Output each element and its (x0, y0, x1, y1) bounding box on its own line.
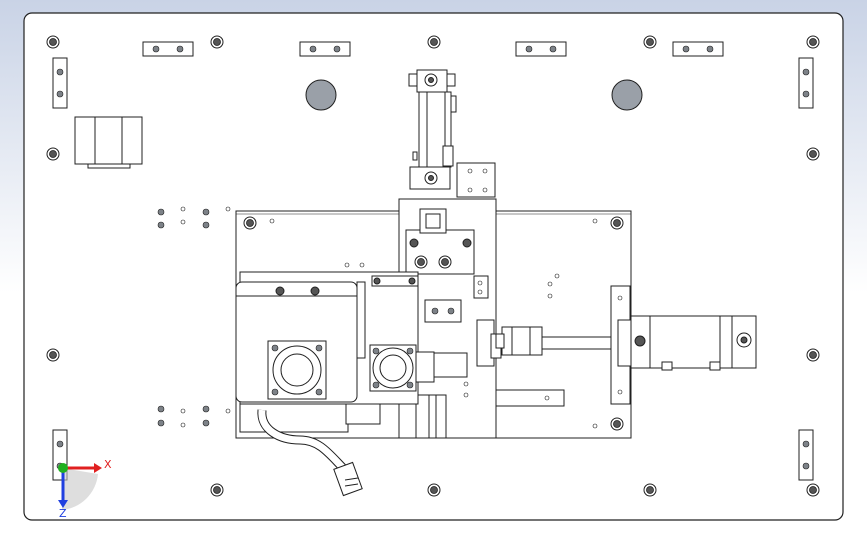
z-axis-label: Z (59, 507, 67, 520)
left-block-part (74, 116, 143, 169)
left-gripper-module (235, 271, 435, 433)
large-holes (305, 79, 643, 111)
side-locating-blocks (52, 57, 814, 481)
vertical-cylinder (408, 69, 496, 198)
horizontal-cylinder (495, 285, 757, 405)
coordinate-triad: X Z (58, 458, 112, 520)
cable (257, 409, 363, 497)
top-locating-blocks (142, 41, 724, 57)
x-axis-label: X (104, 458, 112, 471)
